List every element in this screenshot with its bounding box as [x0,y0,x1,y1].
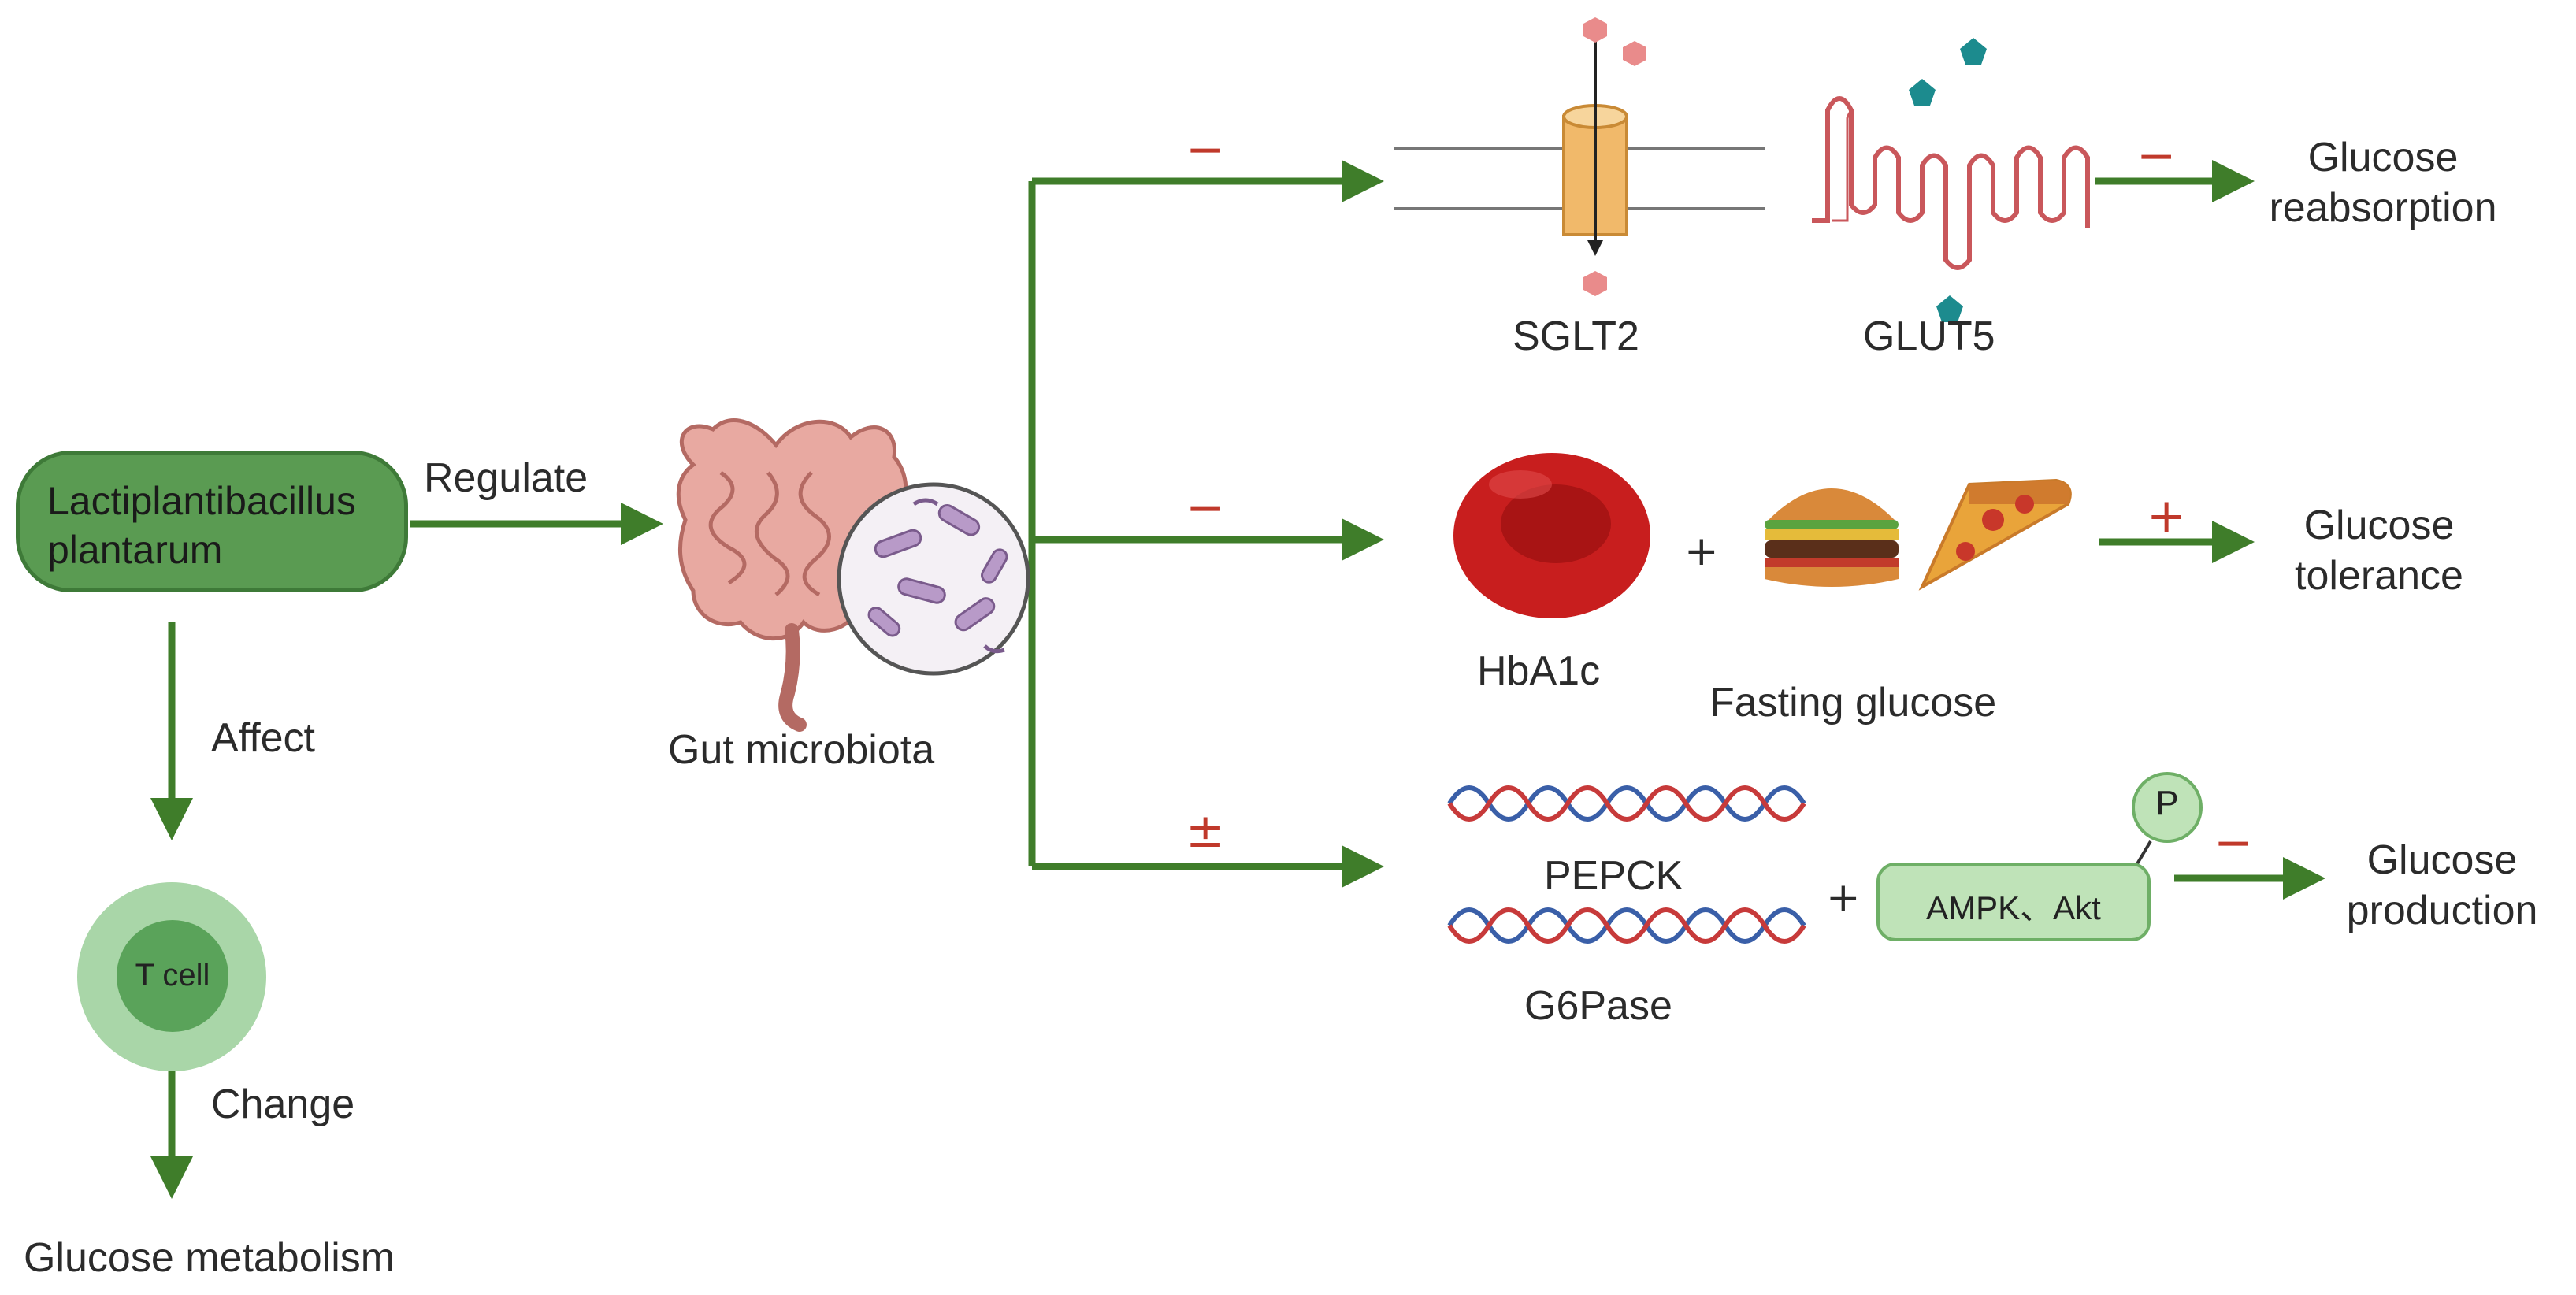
arrows [150,160,2325,1199]
glucose-production-label: Glucose production [2346,837,2538,933]
middle-branch-sign: − [1186,481,1226,536]
plus-ampk-sign: + [1826,874,1861,922]
glut5-label: GLUT5 [1863,314,1995,359]
t-cell-label: T cell [135,958,210,993]
t-cell-nucleus [117,920,228,1032]
top-branch-sign: − [1186,122,1226,177]
red-blood-cell-icon [1453,453,1650,618]
pepck-label: PEPCK [1544,853,1683,899]
tolerance-sign: + [2147,488,2187,544]
sglt2-channel-icon [1562,17,1646,296]
regulate-label: Regulate [424,455,588,501]
phosphate-label: P [2155,784,2179,822]
phosphate-node [2132,772,2203,843]
glucose-tolerance-label: Glucose tolerance [2295,503,2463,599]
production-sign: − [2214,815,2254,870]
glucose-reabsorption-label: Glucose reabsorption [2269,135,2497,231]
sglt2-label: SGLT2 [1513,314,1639,359]
ampk-akt-label: AMPK、Akt [1926,889,2101,926]
lactobacillus-node [16,451,408,592]
gut-microbiota-label: Gut microbiota [668,727,935,773]
plus-food-sign: + [1684,528,1719,575]
g6pase-label: G6Pase [1524,983,1672,1029]
dna-icon [1447,785,1806,944]
pizza-icon [1918,478,2072,591]
fasting-glucose-label: Fasting glucose [1709,680,1997,725]
change-label: Change [211,1082,355,1127]
affect-label: Affect [211,715,316,761]
lactobacillus-label: Lactiplantibacillus plantarum [47,477,394,574]
lactobacillus-text: Lactiplantibacillus plantarum [47,479,356,572]
bottom-branch-sign: ± [1186,803,1226,859]
bacteria-circle-icon [837,482,1030,676]
hba1c-label: HbA1c [1477,648,1601,694]
glut5-transporter-icon [1812,38,2090,322]
burger-icon [1765,488,1899,587]
ampk-akt-node [1876,863,2151,941]
glucose-metabolism-label: Glucose metabolism [24,1235,395,1281]
reabsorption-sign: − [2136,128,2177,184]
